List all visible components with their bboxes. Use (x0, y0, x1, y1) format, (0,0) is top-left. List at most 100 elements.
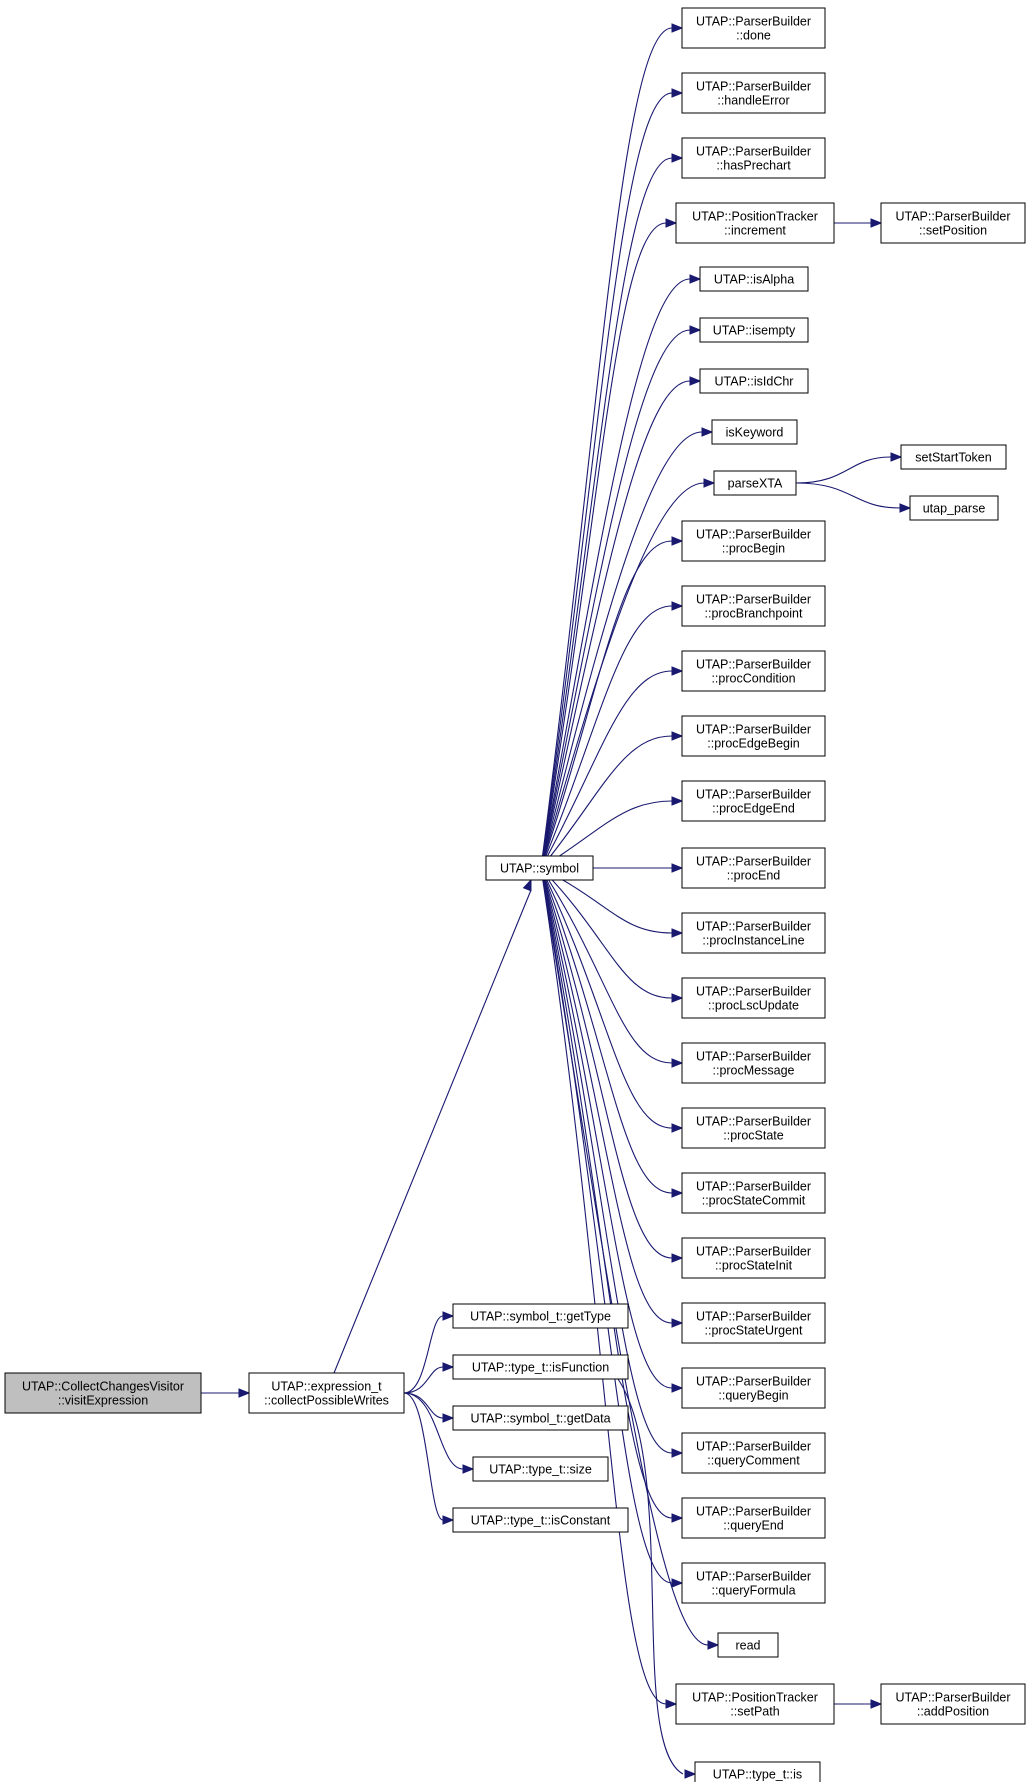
edge-line (540, 380, 691, 869)
edge-arrowhead (522, 878, 532, 892)
node-box (681, 520, 826, 562)
edge-isFunction-to-is (617, 1378, 697, 1779)
node-label-line: ::procState (723, 1129, 783, 1143)
edge-arrowhead (665, 218, 678, 228)
node-procBegin[interactable]: UTAP::ParserBuilder::procBegin (681, 520, 826, 562)
node-handleError[interactable]: UTAP::ParserBuilder::handleError (681, 72, 826, 114)
node-hasPrechart[interactable]: UTAP::ParserBuilder::hasPrechart (681, 137, 826, 179)
edge-arrowhead (442, 1515, 455, 1525)
node-read[interactable]: read (717, 1632, 779, 1658)
node-setStartToken[interactable]: setStartToken (900, 444, 1007, 470)
node-label-line: UTAP::type_t::isFunction (472, 1361, 609, 1375)
node-isIdChr[interactable]: UTAP::isIdChr (699, 368, 809, 394)
edge-arrowhead (671, 1188, 684, 1198)
node-isFunction[interactable]: UTAP::type_t::isFunction (452, 1354, 629, 1380)
node-queryBegin[interactable]: UTAP::ParserBuilder::queryBegin (681, 1367, 826, 1409)
node-label-line: UTAP::ParserBuilder (696, 723, 811, 737)
edge-symbol-to-procLscUpdate (540, 867, 684, 1003)
edge-arrowhead (671, 993, 684, 1003)
node-label-line: UTAP::type_t::isConstant (471, 1514, 611, 1528)
node-isKeyword[interactable]: isKeyword (711, 419, 798, 445)
node-procLscUpdate[interactable]: UTAP::ParserBuilder::procLscUpdate (681, 977, 826, 1019)
node-procEnd[interactable]: UTAP::ParserBuilder::procEnd (681, 847, 826, 889)
node-addPosition[interactable]: UTAP::ParserBuilder::addPosition (880, 1683, 1026, 1725)
node-visitExpression[interactable]: UTAP::CollectChangesVisitor::visitExpres… (4, 1372, 202, 1414)
node-label-line: isKeyword (726, 426, 784, 440)
edge-arrowhead (671, 536, 684, 546)
edge-visitExpression-to-collectPossibleWrites (200, 1388, 251, 1398)
node-queryFormula[interactable]: UTAP::ParserBuilder::queryFormula (681, 1562, 826, 1604)
node-procCondition[interactable]: UTAP::ParserBuilder::procCondition (681, 650, 826, 692)
node-procStateCommit[interactable]: UTAP::ParserBuilder::procStateCommit (681, 1172, 826, 1214)
node-procBranchpoint[interactable]: UTAP::ParserBuilder::procBranchpoint (681, 585, 826, 627)
edge-arrowhead (870, 1699, 883, 1709)
node-label-line: UTAP::ParserBuilder (696, 985, 811, 999)
node-label-line: read (735, 1639, 760, 1653)
edge-line (540, 222, 667, 869)
edge-line (795, 482, 901, 509)
node-is[interactable]: UTAP::type_t::is (694, 1761, 821, 1782)
edge-symbol-to-isKeyword (540, 427, 714, 869)
edge-line (540, 482, 705, 869)
edge-collectPossibleWrites-to-symbol (333, 878, 532, 1374)
node-getData[interactable]: UTAP::symbol_t::getData (452, 1405, 629, 1431)
node-procEdgeEnd[interactable]: UTAP::ParserBuilder::procEdgeEnd (681, 780, 826, 822)
node-box (681, 977, 826, 1019)
node-label-line: ::procBegin (722, 542, 785, 556)
edge-symbol-to-procBegin (540, 536, 684, 869)
node-procInstanceLine[interactable]: UTAP::ParserBuilder::procInstanceLine (681, 912, 826, 954)
node-procState[interactable]: UTAP::ParserBuilder::procState (681, 1107, 826, 1149)
node-isempty[interactable]: UTAP::isempty (699, 317, 809, 343)
edge-arrowhead (665, 1699, 678, 1709)
edges-layer (200, 23, 912, 1779)
edge-line (403, 1392, 444, 1419)
node-setPosition[interactable]: UTAP::ParserBuilder::setPosition (880, 202, 1026, 244)
node-label-line: ::queryEnd (723, 1519, 784, 1533)
node-isAlpha[interactable]: UTAP::isAlpha (699, 266, 809, 292)
node-utap_parse[interactable]: utap_parse (909, 495, 999, 521)
node-collectPossibleWrites[interactable]: UTAP::expression_t::collectPossibleWrite… (248, 1372, 405, 1414)
node-box (681, 1562, 826, 1604)
node-box (713, 470, 797, 496)
node-getType[interactable]: UTAP::symbol_t::getType (452, 1303, 629, 1329)
edge-symbol-to-procStateInit (540, 867, 684, 1263)
edge-symbol-to-procBranchpoint (540, 601, 684, 869)
node-done[interactable]: UTAP::ParserBuilder::done (681, 7, 826, 49)
node-increment[interactable]: UTAP::PositionTracker::increment (675, 202, 835, 244)
edge-line (540, 27, 673, 869)
edge-arrowhead (671, 153, 684, 163)
edge-symbol-to-isAlpha (540, 274, 702, 869)
node-procEdgeBegin[interactable]: UTAP::ParserBuilder::procEdgeBegin (681, 715, 826, 757)
node-box (675, 1683, 835, 1725)
node-symbol[interactable]: UTAP::symbol (485, 855, 594, 881)
edge-collectPossibleWrites-to-size (403, 1392, 475, 1474)
node-box (681, 1302, 826, 1344)
node-box (681, 1432, 826, 1474)
edge-line (540, 867, 673, 999)
node-label-line: UTAP::ParserBuilder (696, 1505, 811, 1519)
edge-parseXTA-to-utap_parse (795, 482, 912, 513)
edge-arrowhead (671, 666, 684, 676)
node-procStateInit[interactable]: UTAP::ParserBuilder::procStateInit (681, 1237, 826, 1279)
node-isConstant[interactable]: UTAP::type_t::isConstant (452, 1507, 629, 1533)
node-parseXTA[interactable]: parseXTA (713, 470, 797, 496)
node-setPath[interactable]: UTAP::PositionTracker::setPath (675, 1683, 835, 1725)
node-procMessage[interactable]: UTAP::ParserBuilder::procMessage (681, 1042, 826, 1084)
node-label-line: UTAP::ParserBuilder (696, 920, 811, 934)
node-size[interactable]: UTAP::type_t::size (472, 1456, 609, 1482)
edge-arrowhead (671, 928, 684, 938)
node-label-line: UTAP::PositionTracker (692, 210, 818, 224)
node-label-line: ::setPath (730, 1705, 779, 1719)
node-queryEnd[interactable]: UTAP::ParserBuilder::queryEnd (681, 1497, 826, 1539)
node-label-line: ::setPosition (919, 224, 987, 238)
node-procStateUrgent[interactable]: UTAP::ParserBuilder::procStateUrgent (681, 1302, 826, 1344)
node-box (452, 1303, 629, 1329)
node-label-line: UTAP::symbol (500, 862, 579, 876)
node-box (681, 650, 826, 692)
node-queryComment[interactable]: UTAP::ParserBuilder::queryComment (681, 1432, 826, 1474)
edge-arrowhead (701, 427, 714, 437)
edge-line (540, 867, 673, 1324)
edge-arrowhead (671, 731, 684, 741)
node-label-line: UTAP::ParserBuilder (696, 1245, 811, 1259)
